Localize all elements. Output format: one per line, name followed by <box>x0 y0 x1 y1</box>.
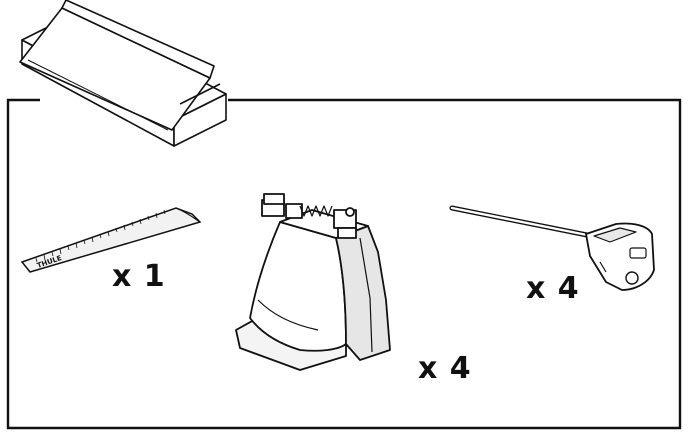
measuring-strip: THULE <box>20 207 202 273</box>
key-rod-quantity: x 4 <box>526 271 580 306</box>
roof-rack-foot-quantity: x 4 <box>418 351 472 386</box>
contents-frame <box>6 98 682 430</box>
measuring-strip-quantity: x 1 <box>112 259 166 294</box>
box-icon <box>19 0 227 147</box>
key-rod <box>449 205 655 291</box>
roof-rack-foot <box>235 193 391 371</box>
